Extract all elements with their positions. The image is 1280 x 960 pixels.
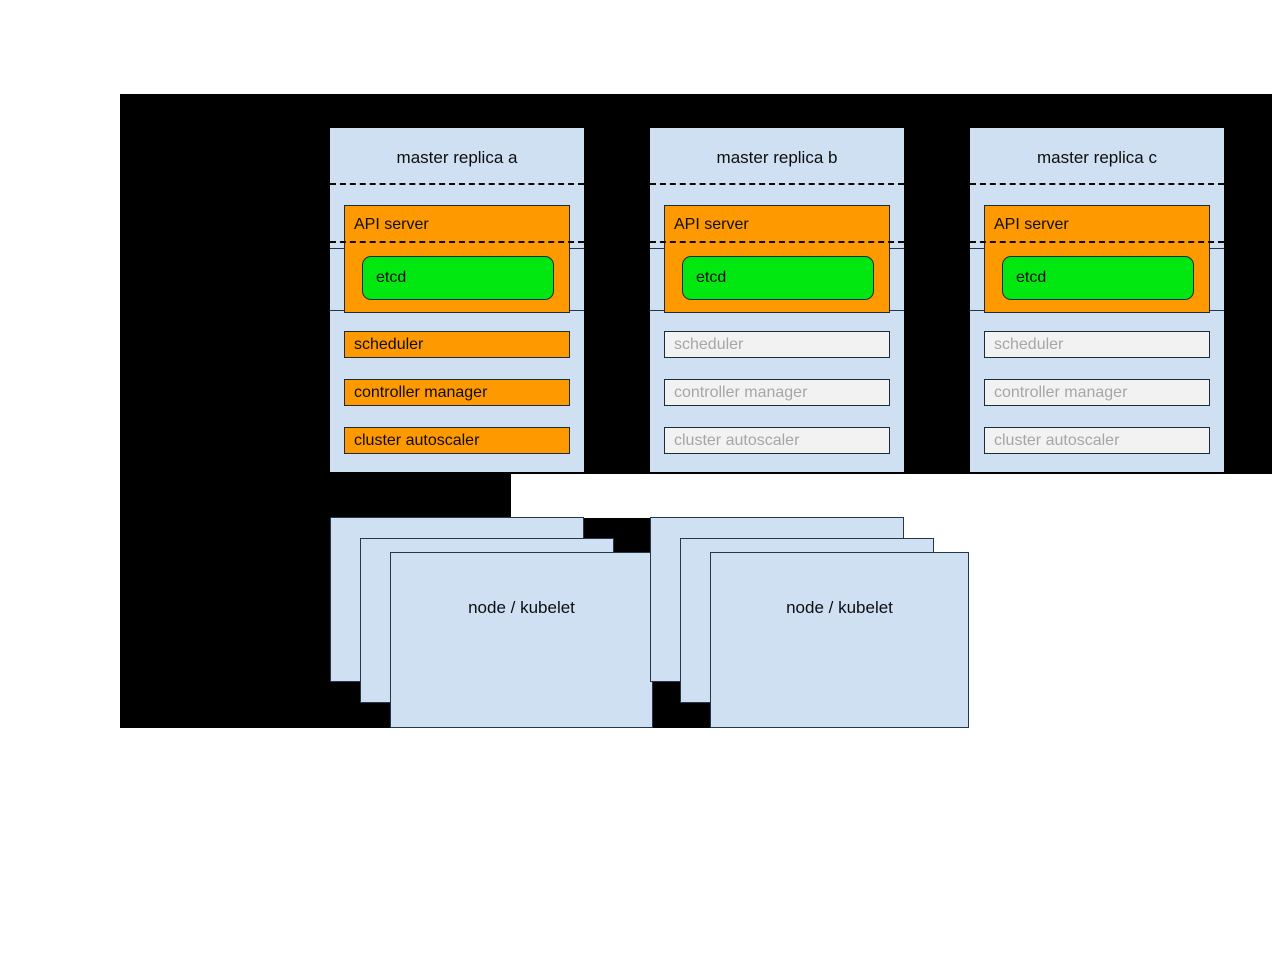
- master-replica-a-divider-api: [330, 241, 584, 243]
- master-replica-a-controller-manager-label: controller manager: [354, 383, 488, 401]
- master-replica-a-scheduler-label: scheduler: [354, 335, 424, 353]
- master-replica-a-etcd-label: etcd: [376, 269, 407, 286]
- node-group-2-label: node / kubelet: [786, 598, 893, 617]
- master-replica-b-controller-manager[interactable]: controller manager: [664, 379, 890, 406]
- master-replica-a-controller-manager[interactable]: controller manager: [344, 379, 570, 406]
- master-replica-a-divider-top: [330, 183, 584, 185]
- master-replica-b-divider-api: [650, 241, 904, 243]
- master-replica-b-cluster-autoscaler[interactable]: cluster autoscaler: [664, 427, 890, 454]
- master-replica-b-title: master replica b: [716, 148, 838, 167]
- backdrop-plate-left-notch: [120, 474, 511, 519]
- master-replica-a-cluster-autoscaler[interactable]: cluster autoscaler: [344, 427, 570, 454]
- node-group-2-front-card[interactable]: node / kubelet: [710, 552, 969, 728]
- master-replica-c-title: master replica c: [1037, 148, 1157, 167]
- master-replica-a-scheduler[interactable]: scheduler: [344, 331, 570, 358]
- master-replica-b-scheduler[interactable]: scheduler: [664, 331, 890, 358]
- master-replica-c-etcd[interactable]: etcd: [1002, 256, 1194, 300]
- master-replica-c-scheduler-label: scheduler: [994, 335, 1064, 353]
- master-replica-c-controller-manager[interactable]: controller manager: [984, 379, 1210, 406]
- master-replica-b-cluster-autoscaler-label: cluster autoscaler: [674, 431, 800, 449]
- master-replica-c-api-server-label: API server: [994, 216, 1069, 233]
- master-replica-c-cluster-autoscaler[interactable]: cluster autoscaler: [984, 427, 1210, 454]
- master-replica-a-cluster-autoscaler-label: cluster autoscaler: [354, 431, 480, 449]
- master-replica-a-title: master replica a: [396, 148, 518, 167]
- master-replica-a-etcd[interactable]: etcd: [362, 256, 554, 300]
- master-replica-c-etcd-label: etcd: [1016, 269, 1047, 286]
- master-replica-b-api-server-label: API server: [674, 216, 749, 233]
- master-replica-a-api-server-label: API server: [354, 216, 429, 233]
- master-replica-b-etcd[interactable]: etcd: [682, 256, 874, 300]
- master-replica-b-controller-manager-label: controller manager: [674, 383, 808, 401]
- master-replica-c-controller-manager-label: controller manager: [994, 383, 1128, 401]
- node-group-1-label: node / kubelet: [468, 598, 575, 617]
- master-replica-c-divider-api: [970, 241, 1224, 243]
- node-group-1-front-card[interactable]: node / kubelet: [390, 552, 653, 728]
- master-replica-b-divider-top: [650, 183, 904, 185]
- master-replica-c-divider-top: [970, 183, 1224, 185]
- master-replica-c-cluster-autoscaler-label: cluster autoscaler: [994, 431, 1120, 449]
- master-replica-b-etcd-label: etcd: [696, 269, 727, 286]
- master-replica-c-scheduler[interactable]: scheduler: [984, 331, 1210, 358]
- master-replica-b-scheduler-label: scheduler: [674, 335, 744, 353]
